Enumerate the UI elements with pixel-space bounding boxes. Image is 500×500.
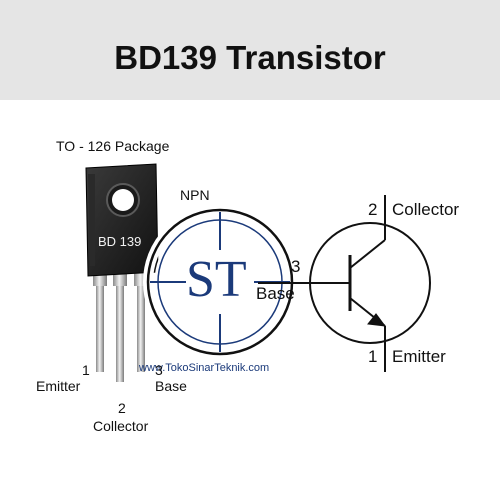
npn-symbol	[258, 195, 431, 372]
package-label: TO - 126 Package	[56, 138, 170, 154]
symbol-emitter-name: Emitter	[392, 347, 446, 366]
pin2-name: Collector	[93, 418, 149, 434]
symbol-base-name: Base	[256, 284, 295, 303]
lead-emitter	[96, 270, 104, 372]
lead-collector	[116, 270, 124, 382]
transistor-body	[85, 163, 159, 277]
symbol-emitter-number: 1	[368, 347, 378, 366]
pin3-number: 3	[155, 362, 163, 378]
title-banner	[0, 0, 500, 100]
symbol-collector-name: Collector	[392, 200, 460, 219]
pin1-number: 1	[82, 362, 90, 378]
npn-label: NPN	[180, 187, 210, 203]
pin3-name: Base	[155, 378, 187, 394]
lead-base	[137, 270, 145, 372]
symbol-base-number: 3	[291, 257, 301, 276]
symbol-collector-number: 2	[368, 200, 378, 219]
watermark-logo-text: ST	[186, 251, 247, 308]
pin1-name: Emitter	[36, 378, 81, 394]
part-marking: BD 139	[98, 234, 142, 249]
watermark-url: www.TokoSinarTeknik.com	[139, 362, 270, 374]
emitter-arrow	[367, 313, 387, 327]
page-title: BD139 Transistor	[114, 39, 386, 76]
collector-diag	[349, 239, 386, 269]
pin2-number: 2	[118, 400, 126, 416]
